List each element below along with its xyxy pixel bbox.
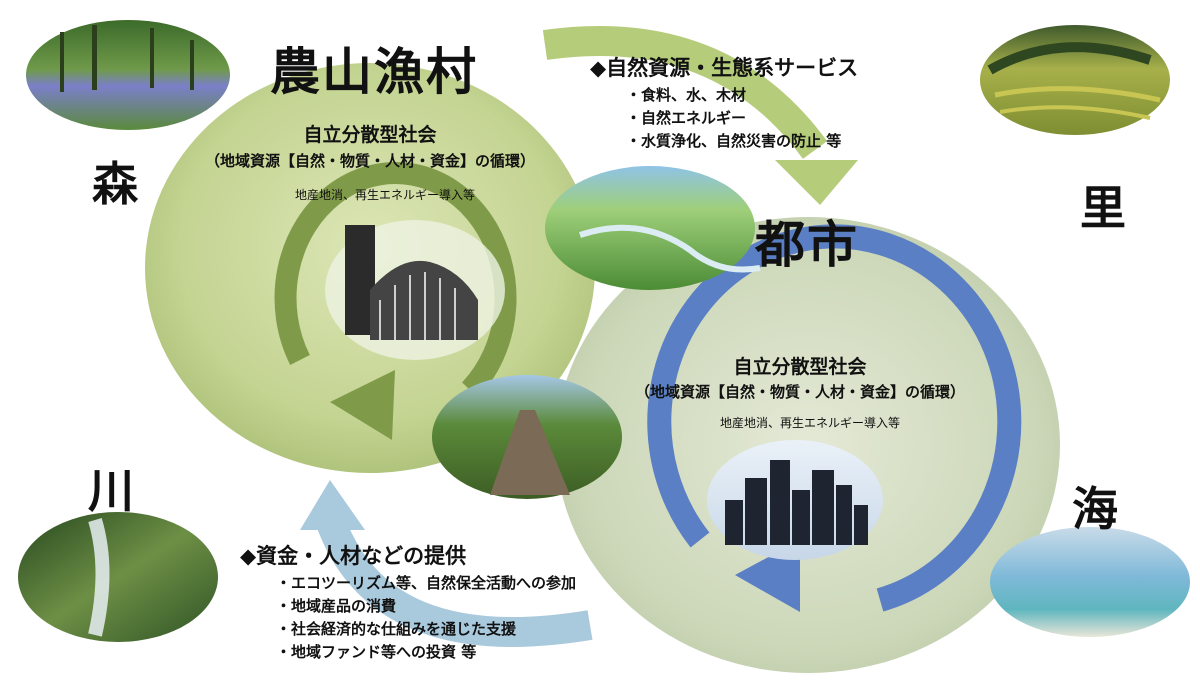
urban-society-title: 自立分散型社会 <box>733 356 867 378</box>
landscape-photo <box>545 166 761 290</box>
urban-cycle-arrow <box>647 224 1022 612</box>
sea-photo <box>990 527 1190 637</box>
support-item: ・地域ファンド等への投資 等 <box>276 643 477 661</box>
rural-society-subtitle: （地域資源【自然・物質・人材・資金】の循環） <box>204 152 535 170</box>
ecosystem-services-block: ◆自然資源・生態系サービス ・食料、水、木材 ・自然エネルギー ・水質浄化、自然… <box>590 52 858 153</box>
support-heading: ◆資金・人材などの提供 <box>240 544 467 568</box>
train-track-photo <box>432 375 622 499</box>
ecosystem-services-heading: ◆自然資源・生態系サービス <box>590 56 859 80</box>
rural-note: 地産地消、再生エネルギー導入等 <box>294 188 475 202</box>
forest-label: 森 <box>92 157 138 211</box>
support-flow-arrowhead <box>300 480 365 530</box>
support-item: ・社会経済的な仕組みを通じた支援 <box>276 620 517 638</box>
support-item: ・地域産品の消費 <box>276 597 397 615</box>
urban-title: 都市 <box>755 216 859 274</box>
urban-society-subtitle: （地域資源【自然・物質・人材・資金】の循環） <box>634 383 965 401</box>
rural-cycle-arrow <box>274 162 517 398</box>
village-label: 里 <box>1080 181 1126 235</box>
river-label: 川 <box>88 464 134 518</box>
forest-photo <box>26 20 230 130</box>
rural-cycle-arrowhead <box>330 370 395 440</box>
support-item: ・エコツーリズム等、自然保全活動への参加 <box>276 574 577 592</box>
ecosystem-flow-arrow <box>542 25 828 159</box>
city-skyline <box>707 440 883 560</box>
rural-title: 農山漁村 <box>270 43 478 101</box>
ecosystem-services-item: ・水質浄化、自然災害の防止 等 <box>626 132 842 150</box>
sea-label: 海 <box>1072 482 1118 536</box>
ecosystem-flow-arrowhead <box>775 160 858 205</box>
village-photo <box>980 25 1170 135</box>
urban-note: 地産地消、再生エネルギー導入等 <box>719 416 900 430</box>
ecosystem-services-item: ・自然エネルギー <box>626 109 747 127</box>
support-flow-arrow <box>315 514 593 647</box>
ecosystem-services-item: ・食料、水、木材 <box>626 86 747 104</box>
support-block: ◆資金・人材などの提供 ・エコツーリズム等、自然保全活動への参加 ・地域産品の消… <box>240 540 576 664</box>
river-photo <box>18 512 218 642</box>
barn-illustration <box>325 220 505 360</box>
rural-society-title: 自立分散型社会 <box>303 124 437 146</box>
